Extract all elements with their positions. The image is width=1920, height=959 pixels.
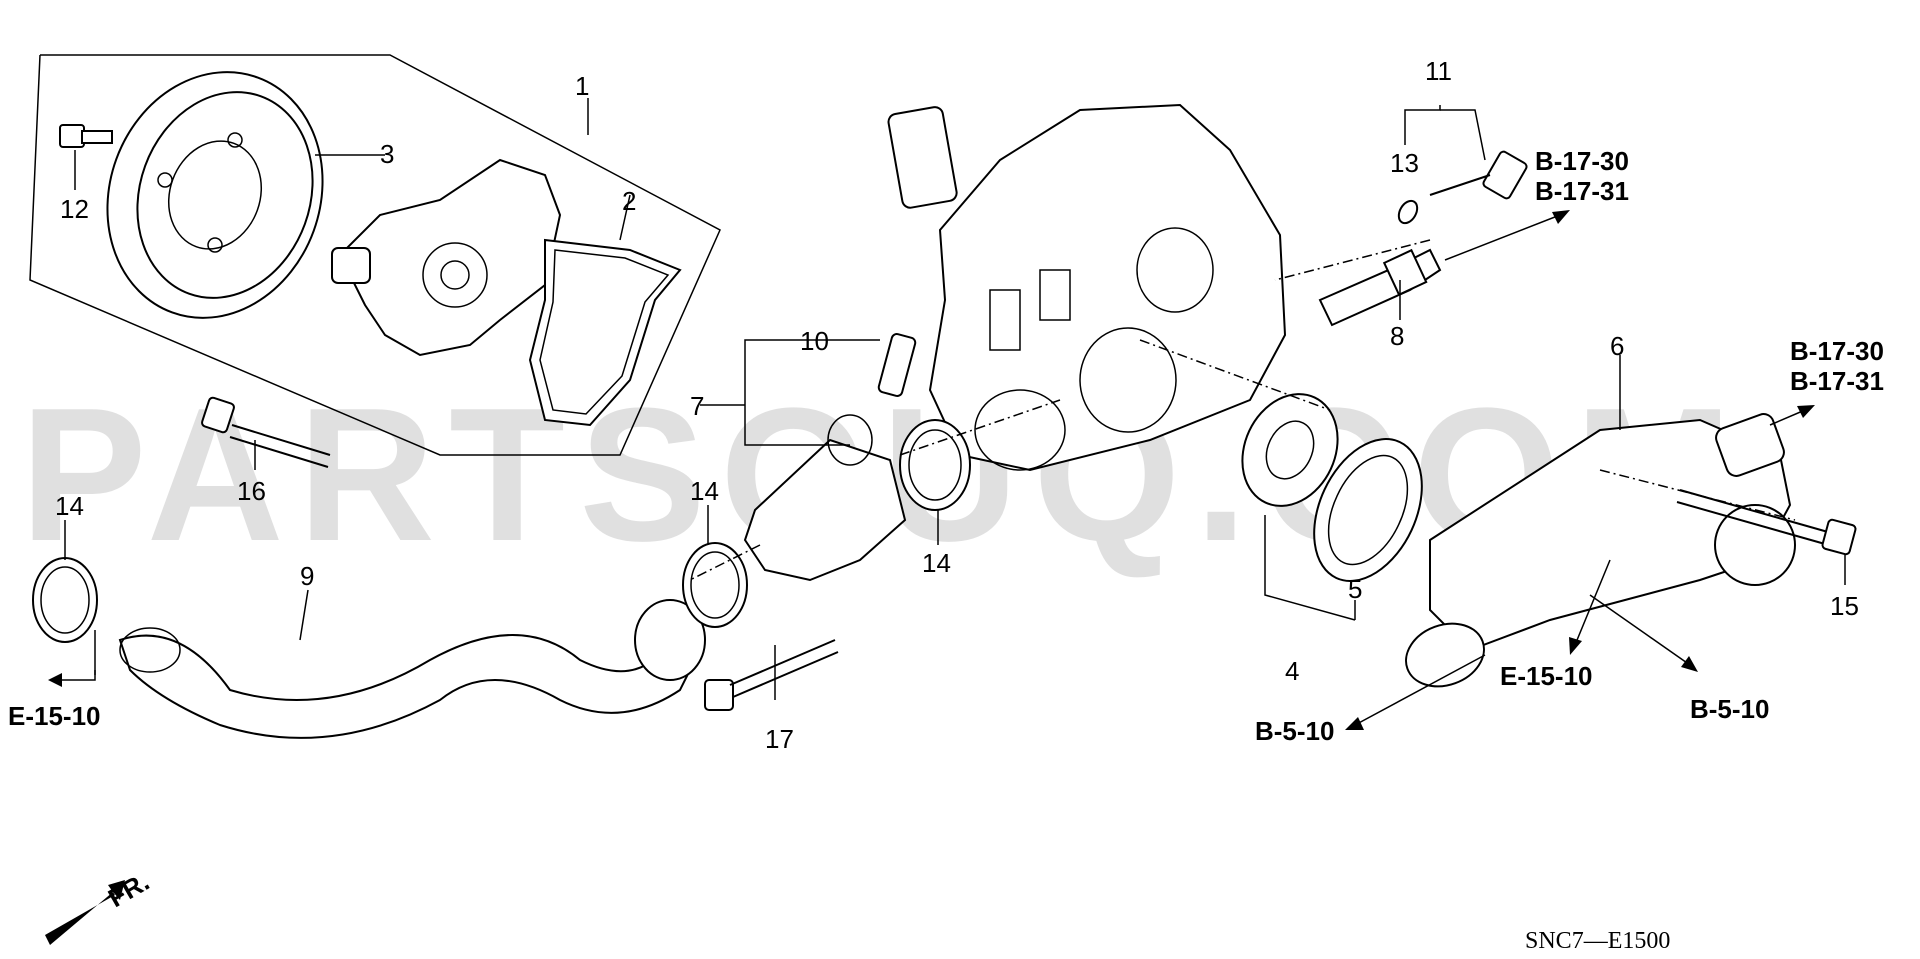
o-ring-14c-part[interactable] <box>899 419 971 511</box>
fitting-8-part[interactable] <box>1318 248 1442 327</box>
callout-10: 10 <box>800 326 829 356</box>
reference-b-17-31-top[interactable]: B-17-31 <box>1535 176 1629 206</box>
callout-9: 9 <box>300 561 314 591</box>
callout-2: 2 <box>622 186 636 216</box>
bolt-16-part[interactable] <box>201 396 331 468</box>
reference-b-17-31-right[interactable]: B-17-31 <box>1790 366 1884 396</box>
reference-b-5-10-right[interactable]: B-5-10 <box>1690 694 1769 724</box>
sensor-11-part[interactable] <box>1429 150 1528 200</box>
callout-1: 1 <box>575 71 589 101</box>
callout-3: 3 <box>380 139 394 169</box>
callout-17: 17 <box>765 724 794 754</box>
callout-12: 12 <box>60 194 89 224</box>
reference-e-15-10-right[interactable]: E-15-10 <box>1500 661 1593 691</box>
pulley-part[interactable] <box>74 42 357 349</box>
callout-11: 11 <box>1425 56 1452 86</box>
callout-16: 16 <box>237 476 266 506</box>
reference-e-15-10-left[interactable]: E-15-10 <box>8 701 101 731</box>
bolt-17-part[interactable] <box>704 639 839 711</box>
front-arrow-icon: FR. <box>45 866 154 945</box>
gasket-2-part[interactable] <box>528 238 682 427</box>
bolt-12-part[interactable] <box>59 124 113 148</box>
o-ring-14b-part[interactable] <box>682 542 748 628</box>
reference-b-5-10-left[interactable]: B-5-10 <box>1255 716 1334 746</box>
callout-14c: 14 <box>922 548 951 578</box>
callout-15: 15 <box>1830 591 1859 621</box>
pipe-9-part[interactable] <box>118 599 706 739</box>
callout-5: 5 <box>1348 574 1362 604</box>
callout-13: 13 <box>1390 148 1419 178</box>
engine-housing-part[interactable] <box>887 103 1287 472</box>
water-pump-group-outline <box>29 54 721 456</box>
callout-14a: 14 <box>55 491 84 521</box>
diagram-code: SNC7—E1500 <box>1525 928 1670 954</box>
front-marker-label: FR. <box>103 866 154 913</box>
callout-6: 6 <box>1610 331 1624 361</box>
callout-14b: 14 <box>690 476 719 506</box>
sensor-10-part[interactable] <box>877 333 917 397</box>
thermostat-housing-6-part[interactable] <box>1397 411 1796 697</box>
seal-5-part[interactable] <box>1293 422 1443 599</box>
leader-lines <box>64 105 1846 700</box>
thermostat-4-part[interactable] <box>1225 378 1356 521</box>
reference-b-17-30-right[interactable]: B-17-30 <box>1790 336 1884 366</box>
washer-13-part[interactable] <box>1395 198 1421 227</box>
reference-b-17-30-top[interactable]: B-17-30 <box>1535 146 1629 176</box>
callout-7: 7 <box>690 391 704 421</box>
water-pump-part[interactable] <box>331 158 562 357</box>
reference-arrows <box>48 210 1815 730</box>
callout-8: 8 <box>1390 321 1404 351</box>
callout-4: 4 <box>1285 656 1299 686</box>
o-ring-14a-part[interactable] <box>32 557 98 643</box>
